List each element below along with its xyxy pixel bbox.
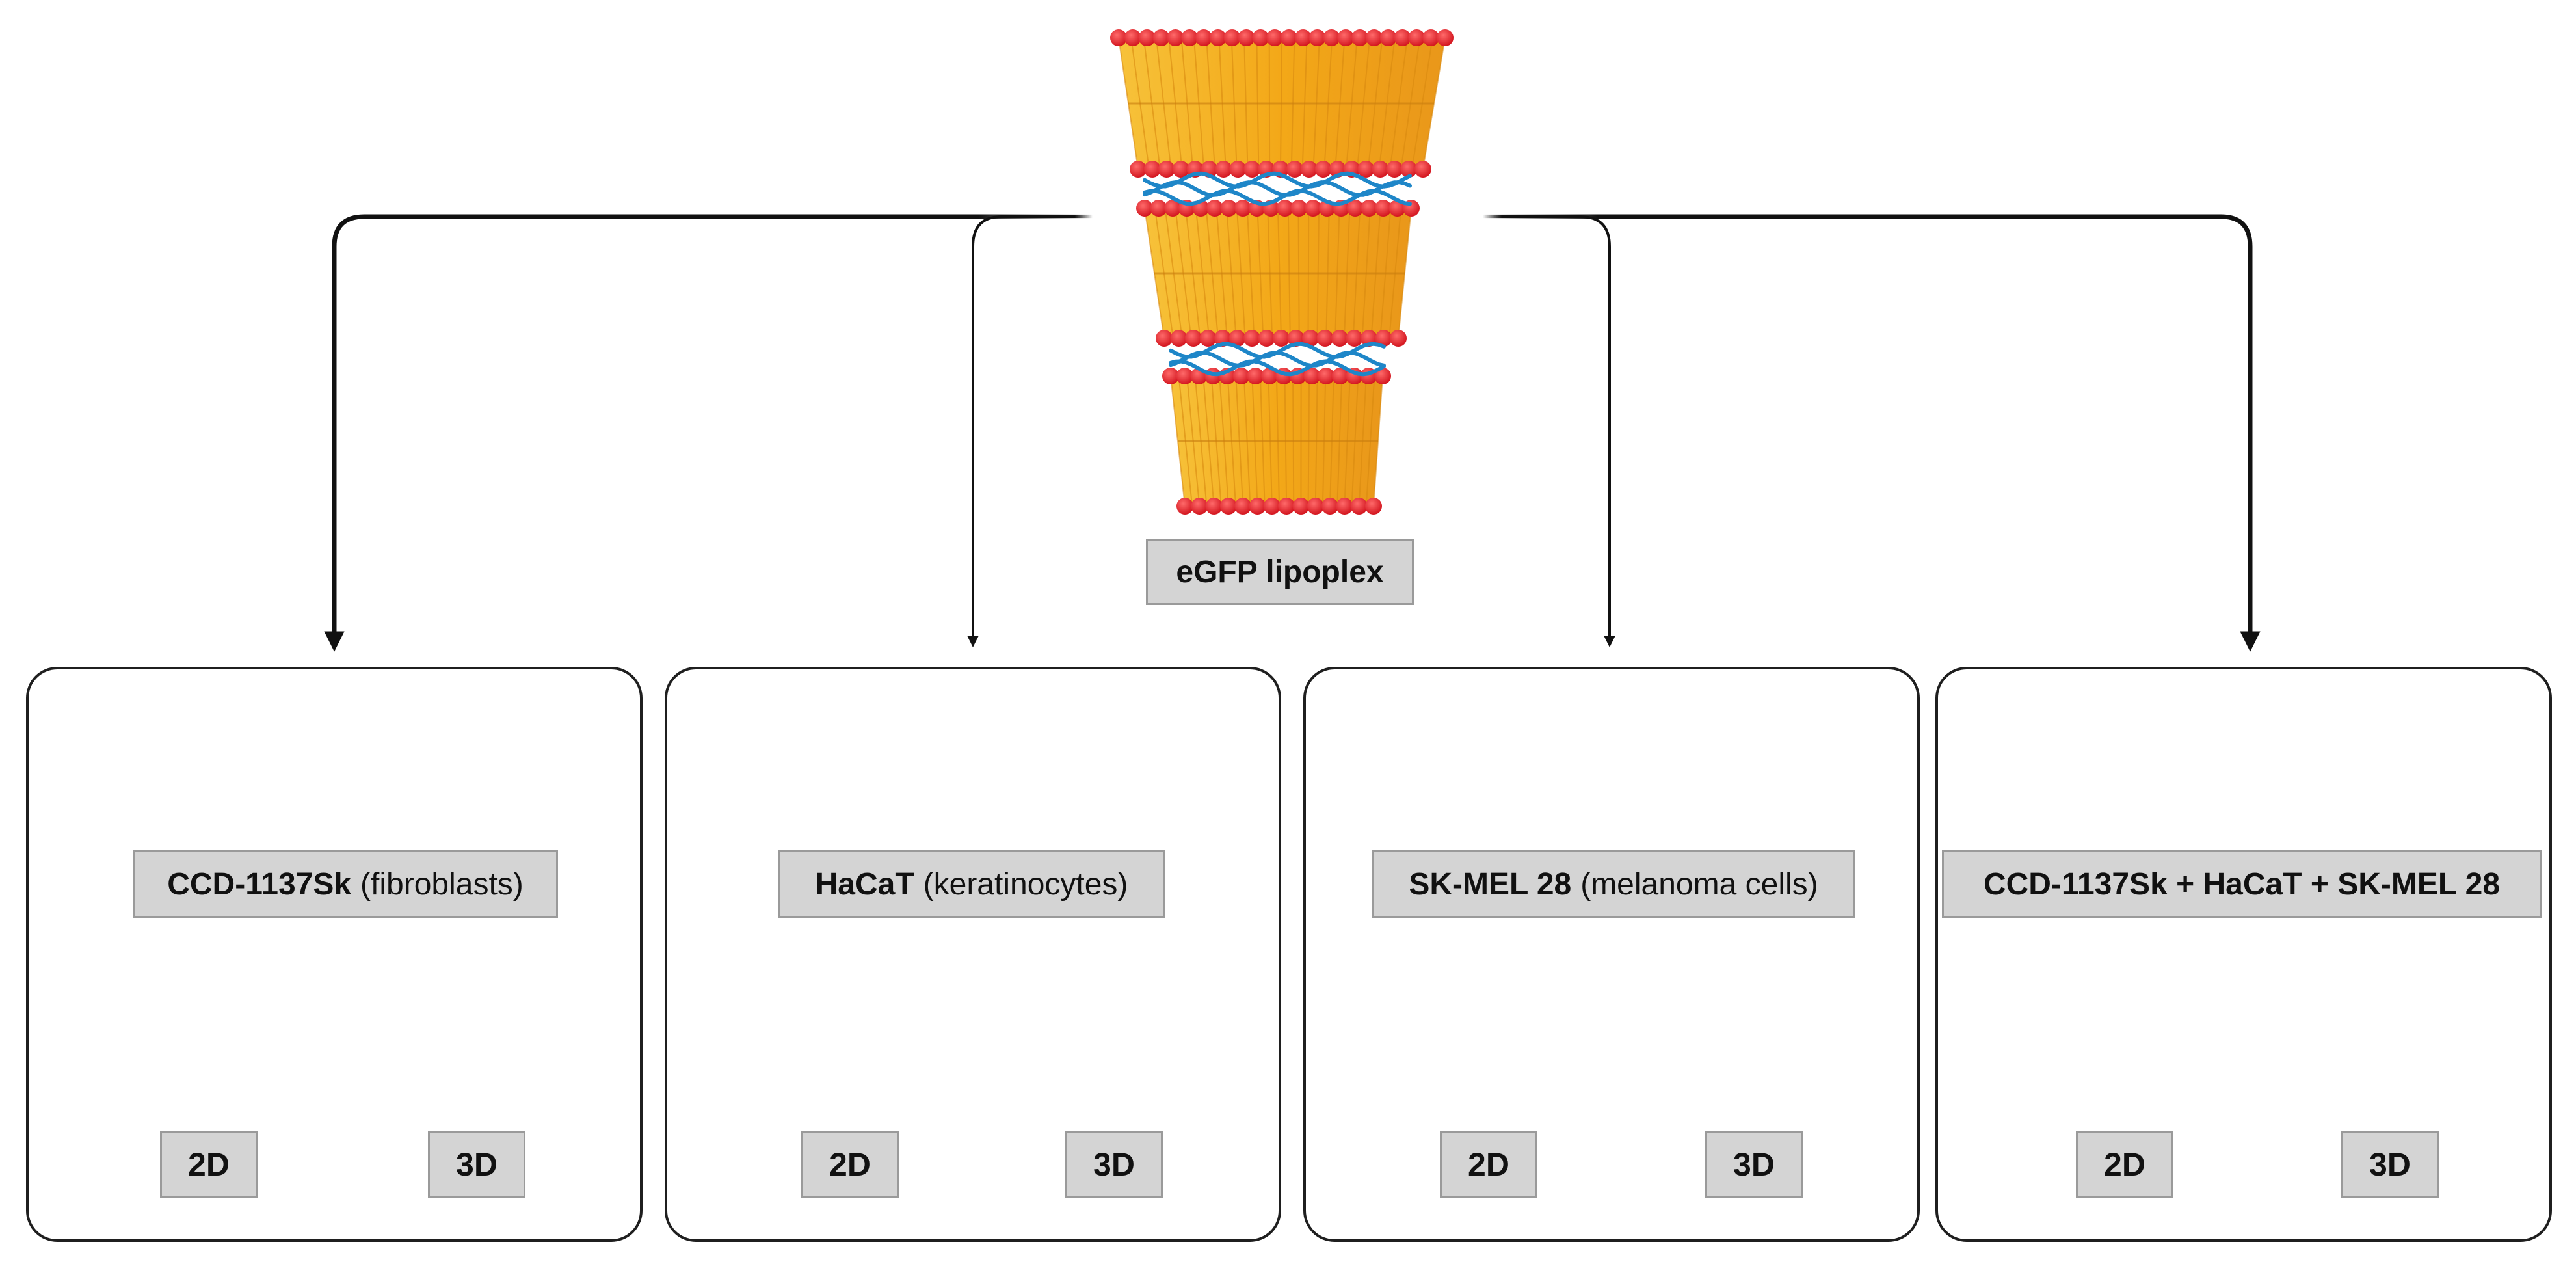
arrow-to-fibroblasts (324, 214, 1093, 652)
lipoplex-label: eGFP lipoplex (1146, 539, 1414, 605)
lipid-bilayer-2 (1136, 200, 1420, 347)
label-fibroblasts: CCD-1137Sk(fibroblasts) (133, 850, 558, 918)
label-2d-keratinocytes: 2D (801, 1131, 899, 1198)
arrow-to-melanoma (1483, 215, 1615, 647)
label-2d-coculture: 2D (2076, 1131, 2173, 1198)
panel-coculture (1935, 667, 2552, 1242)
dna-strands-2 (1169, 342, 1386, 377)
label-3d-melanoma: 3D (1705, 1131, 1803, 1198)
arrow-to-keratinocytes (967, 215, 1093, 647)
arrows (324, 214, 2261, 652)
lipid-bilayer-1 (1110, 29, 1454, 178)
label-keratinocytes: HaCaT(keratinocytes) (778, 850, 1165, 918)
label-3d-keratinocytes: 3D (1065, 1131, 1163, 1198)
arrow-to-coculture (1483, 214, 2261, 652)
lipoplex-illustration (1110, 29, 1454, 515)
label-2d-melanoma: 2D (1440, 1131, 1537, 1198)
dna-strands-1 (1143, 171, 1412, 206)
panel-keratinocytes (665, 667, 1281, 1242)
label-3d-coculture: 3D (2341, 1131, 2439, 1198)
panel-fibroblasts (26, 667, 643, 1242)
lipid-bilayer-3 (1162, 368, 1391, 515)
label-coculture: CCD-1137Sk + HaCaT + SK-MEL 28 (1942, 850, 2542, 918)
label-melanoma: SK-MEL 28(melanoma cells) (1372, 850, 1855, 918)
label-2d-fibroblasts: 2D (160, 1131, 258, 1198)
label-3d-fibroblasts: 3D (428, 1131, 525, 1198)
panel-melanoma (1303, 667, 1920, 1242)
